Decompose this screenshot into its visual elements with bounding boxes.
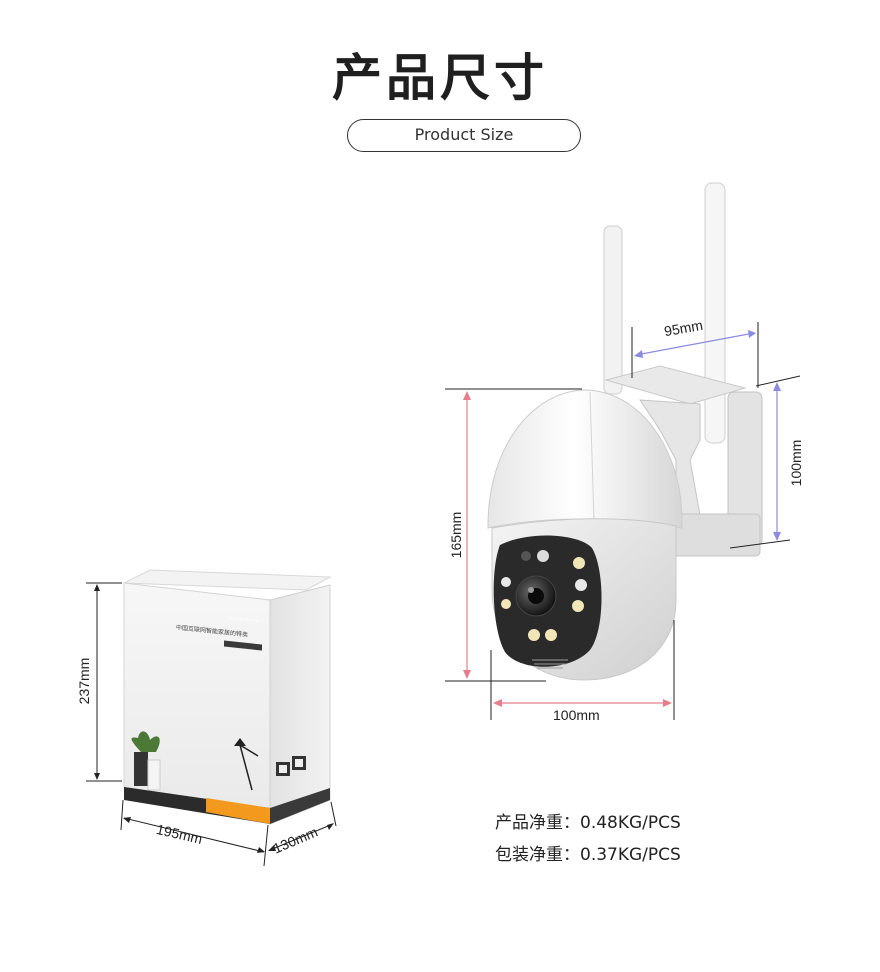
page-title: 产品尺寸 (332, 49, 548, 107)
bracket-top (604, 365, 747, 405)
package-box (123, 569, 332, 825)
subtitle-pill: Product Size (347, 119, 581, 152)
plant-pot (134, 752, 148, 786)
bracket-depth-dimension (631, 322, 759, 388)
bracket-height-dimension (729, 375, 801, 549)
camera-height-dimension (445, 388, 582, 682)
box-height-label: 237mm (76, 657, 92, 705)
package-weight: 包装净重：0.37KG/PCS (495, 845, 681, 865)
camera (487, 182, 763, 681)
box-length-dimension (120, 799, 269, 867)
camera-width-dimension (490, 620, 675, 720)
product-weight: 产品净重：0.48KG/PCS (495, 813, 681, 833)
camera-height-label: 165mm (448, 511, 464, 559)
camera-width-label: 100mm (553, 707, 600, 723)
box-height-dimension (86, 582, 122, 782)
box-width-dimension (268, 801, 337, 851)
antenna-right (704, 182, 726, 444)
antenna-left (603, 225, 623, 395)
box-side (269, 584, 331, 825)
bracket-height-label: 100mm (788, 439, 804, 487)
box-top (123, 569, 332, 591)
